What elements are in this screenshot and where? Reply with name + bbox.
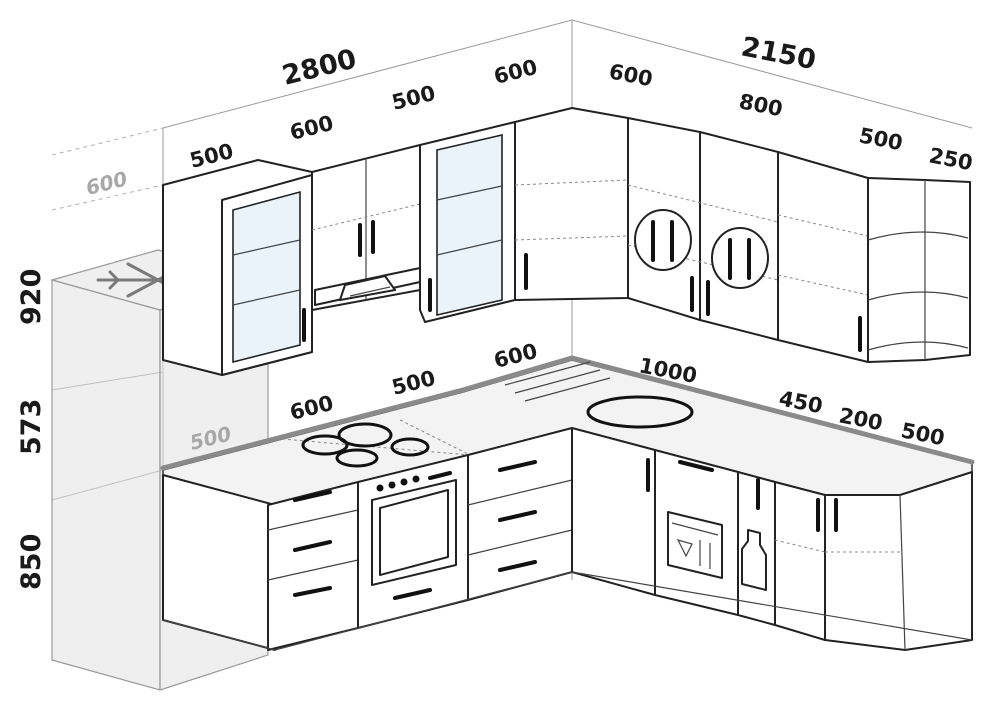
glass-door-1[interactable] xyxy=(232,190,301,364)
drawer-handle[interactable] xyxy=(498,560,537,572)
drawer-handle[interactable] xyxy=(393,588,432,600)
dim-height-base: 850 xyxy=(16,534,47,590)
drawer-handle[interactable] xyxy=(498,460,537,472)
dim-upper-l3: 500 xyxy=(389,81,437,115)
drawer-handle[interactable] xyxy=(293,540,332,552)
dim-upper-l2: 600 xyxy=(287,111,335,145)
dim-lower-l2: 600 xyxy=(287,391,335,425)
upper-right-cabinets xyxy=(627,117,971,363)
hob-burners xyxy=(301,422,430,468)
drawer-handle[interactable] xyxy=(293,490,332,502)
dim-upper-r2: 800 xyxy=(737,89,785,121)
bottle-icon xyxy=(737,471,776,626)
range-hood-icon xyxy=(314,267,421,306)
oven xyxy=(357,454,469,629)
dim-lower-l3: 500 xyxy=(389,366,437,400)
dim-upper-r3: 500 xyxy=(857,123,905,155)
base-right-cabinets xyxy=(571,427,973,651)
fork-knife-icon xyxy=(634,209,692,271)
drawer-handle[interactable] xyxy=(293,586,332,597)
upper-left-cabinets xyxy=(162,107,629,376)
base-left-cabinets xyxy=(162,427,573,651)
plinth xyxy=(162,571,973,651)
dim-depth-ghost: 600 xyxy=(83,166,129,199)
sink xyxy=(504,361,694,429)
dim-upper-r4: 250 xyxy=(927,143,975,175)
glass-door-2[interactable] xyxy=(436,133,503,317)
dim-upper-l4: 600 xyxy=(491,55,539,89)
dim-height-backsplash: 573 xyxy=(16,399,47,455)
dim-left-wall: 2800 xyxy=(279,44,359,92)
drawer-handle[interactable] xyxy=(498,510,537,522)
dim-upper-r1: 600 xyxy=(607,59,655,91)
dim-height-wall: 920 xyxy=(16,269,47,325)
dishwasher-icon xyxy=(654,449,739,616)
fork-knife-icon xyxy=(711,227,769,289)
dim-right-wall: 2150 xyxy=(739,31,819,76)
